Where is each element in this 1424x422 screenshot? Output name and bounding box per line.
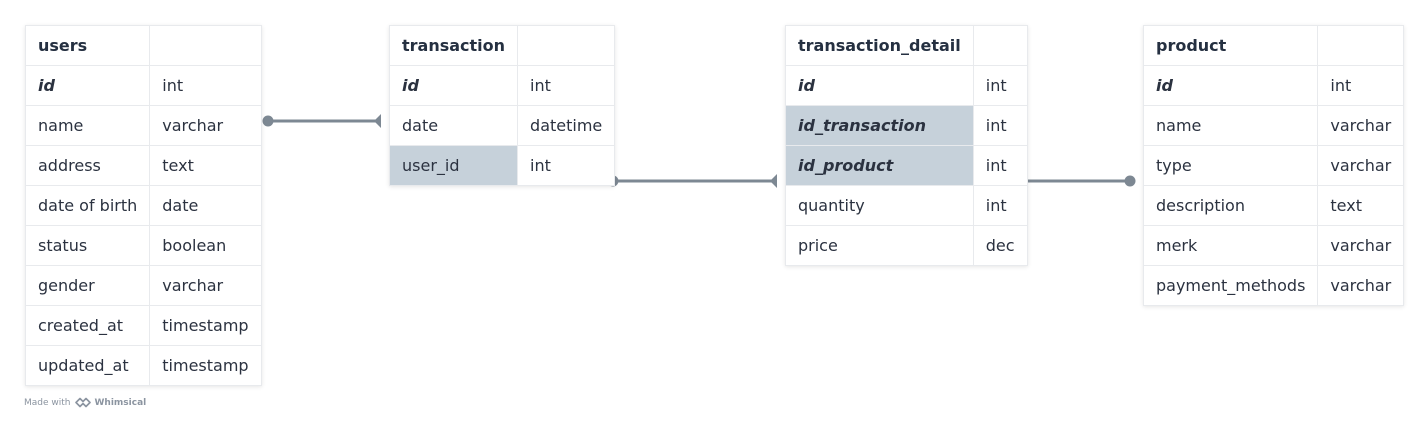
field-name: name: [1142, 105, 1319, 146]
table-users[interactable]: users id int name varchar address text d…: [24, 25, 262, 386]
table-title: users: [24, 25, 151, 66]
table-header-empty: [972, 25, 1028, 66]
table-row: id_transaction int: [785, 105, 1028, 146]
field-name: description: [1142, 185, 1319, 226]
table-row: status boolean: [24, 225, 262, 266]
primary-key-field: id: [1142, 65, 1319, 106]
connector-transaction-detail-product: [1011, 174, 1136, 188]
table-header-empty: [1317, 25, 1405, 66]
field-type: varchar: [149, 105, 262, 146]
field-type: datetime: [517, 105, 616, 146]
field-type: varchar: [1317, 105, 1405, 146]
connector-dot-icon: [1124, 175, 1136, 187]
field-name: price: [785, 225, 974, 266]
made-with-watermark[interactable]: Made with Whimsical: [24, 397, 146, 408]
table-row: name varchar: [24, 105, 262, 146]
table-row: merk varchar: [1142, 225, 1405, 266]
table-row: type varchar: [1142, 145, 1405, 186]
field-name: updated_at: [24, 345, 151, 386]
table-header-empty: [517, 25, 616, 66]
field-name: status: [24, 225, 151, 266]
table-row: date datetime: [388, 105, 616, 146]
field-type: int: [1317, 65, 1405, 106]
table-row: quantity int: [785, 185, 1028, 226]
made-with-label: Made with: [24, 397, 71, 408]
table-row: user_id int: [388, 145, 616, 186]
field-type: dec: [972, 225, 1028, 266]
table-row: created_at timestamp: [24, 305, 262, 346]
field-type: text: [1317, 185, 1405, 226]
field-name: date: [388, 105, 519, 146]
primary-key-field: id: [785, 65, 974, 106]
table-header: users: [24, 25, 262, 66]
table-title: transaction_detail: [785, 25, 974, 66]
table-title: product: [1142, 25, 1319, 66]
table-row: updated_at timestamp: [24, 345, 262, 386]
table-row: id int: [785, 65, 1028, 106]
table-transaction[interactable]: transaction id int date datetime user_id…: [388, 25, 616, 186]
field-name: address: [24, 145, 151, 186]
connector-dot-icon: [262, 115, 274, 127]
table-row: address text: [24, 145, 262, 186]
foreign-key-field: user_id: [388, 145, 519, 186]
table-header: transaction_detail: [785, 25, 1028, 66]
field-type: date: [149, 185, 262, 226]
field-type: int: [517, 145, 616, 186]
field-name: date of birth: [24, 185, 151, 226]
field-name: created_at: [24, 305, 151, 346]
field-type: text: [149, 145, 262, 186]
table-header: transaction: [388, 25, 616, 66]
table-row: date of birth date: [24, 185, 262, 226]
table-header-empty: [149, 25, 262, 66]
field-name: payment_methods: [1142, 265, 1319, 306]
field-type: varchar: [149, 265, 262, 306]
table-transaction-detail[interactable]: transaction_detail id int id_transaction…: [785, 25, 1028, 266]
field-type: varchar: [1317, 225, 1405, 266]
connector-users-transaction: [262, 114, 381, 128]
foreign-key-field: id_product: [785, 145, 974, 186]
field-name: quantity: [785, 185, 974, 226]
field-name: type: [1142, 145, 1319, 186]
whimsical-logo-icon: [74, 397, 91, 408]
table-row: description text: [1142, 185, 1405, 226]
table-row: id int: [388, 65, 616, 106]
table-row: id int: [24, 65, 262, 106]
primary-key-field: id: [24, 65, 151, 106]
field-type: boolean: [149, 225, 262, 266]
field-name: merk: [1142, 225, 1319, 266]
field-type: varchar: [1317, 145, 1405, 186]
table-row: name varchar: [1142, 105, 1405, 146]
brand-name: Whimsical: [94, 397, 147, 408]
table-row: id_product int: [785, 145, 1028, 186]
foreign-key-field: id_transaction: [785, 105, 974, 146]
table-row: payment_methods varchar: [1142, 265, 1405, 306]
field-type: int: [972, 185, 1028, 226]
primary-key-field: id: [388, 65, 519, 106]
field-type: int: [149, 65, 262, 106]
field-type: varchar: [1317, 265, 1405, 306]
field-type: int: [517, 65, 616, 106]
connector-arrow-icon: [374, 114, 381, 128]
field-name: gender: [24, 265, 151, 306]
table-row: gender varchar: [24, 265, 262, 306]
field-name: name: [24, 105, 151, 146]
table-header: product: [1142, 25, 1405, 66]
field-type: timestamp: [149, 305, 262, 346]
field-type: int: [972, 65, 1028, 106]
field-type: timestamp: [149, 345, 262, 386]
table-row: id int: [1142, 65, 1405, 106]
table-title: transaction: [388, 25, 519, 66]
table-product[interactable]: product id int name varchar type varchar…: [1142, 25, 1405, 306]
field-type: int: [972, 105, 1028, 146]
table-row: price dec: [785, 225, 1028, 266]
connector-arrow-icon: [770, 174, 777, 188]
connector-transaction-transaction-detail: [607, 174, 777, 188]
field-type: int: [972, 145, 1028, 186]
